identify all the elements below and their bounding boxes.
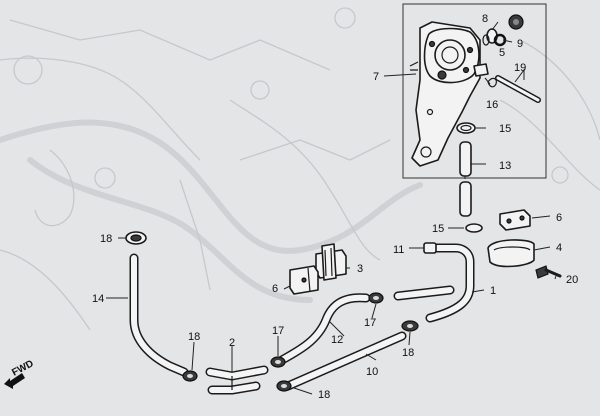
callout-15-upper: 15 — [499, 123, 511, 135]
part-9-cap[interactable] — [508, 14, 524, 30]
callout-6-right: 6 — [556, 212, 562, 224]
callout-18-mid: 18 — [402, 347, 414, 359]
leader-lines — [106, 21, 557, 395]
part-4-bracket[interactable] — [487, 239, 535, 268]
callout-14: 14 — [92, 293, 104, 305]
callout-3: 3 — [357, 263, 363, 275]
callout-18-left-low: 18 — [188, 331, 200, 343]
part-19-rod[interactable] — [495, 75, 541, 103]
callout-1: 1 — [490, 285, 496, 297]
callout-17-left: 17 — [272, 325, 284, 337]
callout-11: 11 — [393, 244, 404, 256]
part-18-clamp-top-left[interactable] — [125, 231, 147, 245]
callout-13: 13 — [499, 160, 511, 172]
part-15-clamp-lower[interactable] — [465, 223, 483, 233]
callout-15-lower: 15 — [432, 223, 444, 235]
part-13-tube[interactable] — [459, 141, 472, 217]
part-17-clamp-upper[interactable] — [368, 292, 384, 304]
part-16-clip[interactable] — [487, 77, 497, 88]
part-20-bolt[interactable] — [535, 265, 562, 279]
part-17-clamp-lower[interactable] — [270, 356, 286, 368]
part-6-rubber-left[interactable] — [289, 265, 319, 295]
callout-17-right: 17 — [364, 317, 376, 329]
callout-6-left: 6 — [272, 283, 278, 295]
callout-20: 20 — [566, 274, 578, 286]
callout-16: 16 — [486, 99, 498, 111]
callout-5: 5 — [499, 47, 505, 59]
part-14-hose[interactable] — [129, 253, 189, 377]
part-12-hose[interactable] — [277, 293, 371, 365]
forward-arrow-icon — [4, 373, 25, 389]
callout-8: 8 — [482, 13, 488, 25]
part-18-clamp-low-left[interactable] — [182, 370, 198, 382]
callout-12: 12 — [331, 334, 343, 346]
part-2-joint[interactable] — [205, 365, 269, 395]
callout-4: 4 — [556, 242, 562, 254]
part-1-fuel-tube[interactable] — [393, 243, 475, 323]
background-frame-sketch — [0, 7, 600, 331]
callout-18-top-left: 18 — [100, 233, 112, 245]
part-11-fitting[interactable] — [423, 242, 437, 254]
pump-inset-frame — [402, 3, 547, 179]
callout-19: 19 — [514, 62, 526, 74]
callout-2: 2 — [229, 337, 235, 349]
part-18-clamp-mid[interactable] — [401, 320, 419, 332]
part-18-clamp-bottom[interactable] — [276, 380, 292, 392]
part-6-rubber-right[interactable] — [499, 209, 531, 231]
part-7-fuel-pump[interactable] — [409, 21, 489, 167]
part-15-clamp-upper[interactable] — [456, 122, 476, 134]
callout-10: 10 — [366, 366, 378, 378]
part-3-rubber-mount[interactable] — [315, 243, 347, 281]
part-10-tube[interactable] — [283, 331, 407, 391]
callout-18-bottom: 18 — [318, 389, 330, 401]
callout-7: 7 — [373, 71, 379, 83]
callout-9: 9 — [517, 38, 523, 50]
